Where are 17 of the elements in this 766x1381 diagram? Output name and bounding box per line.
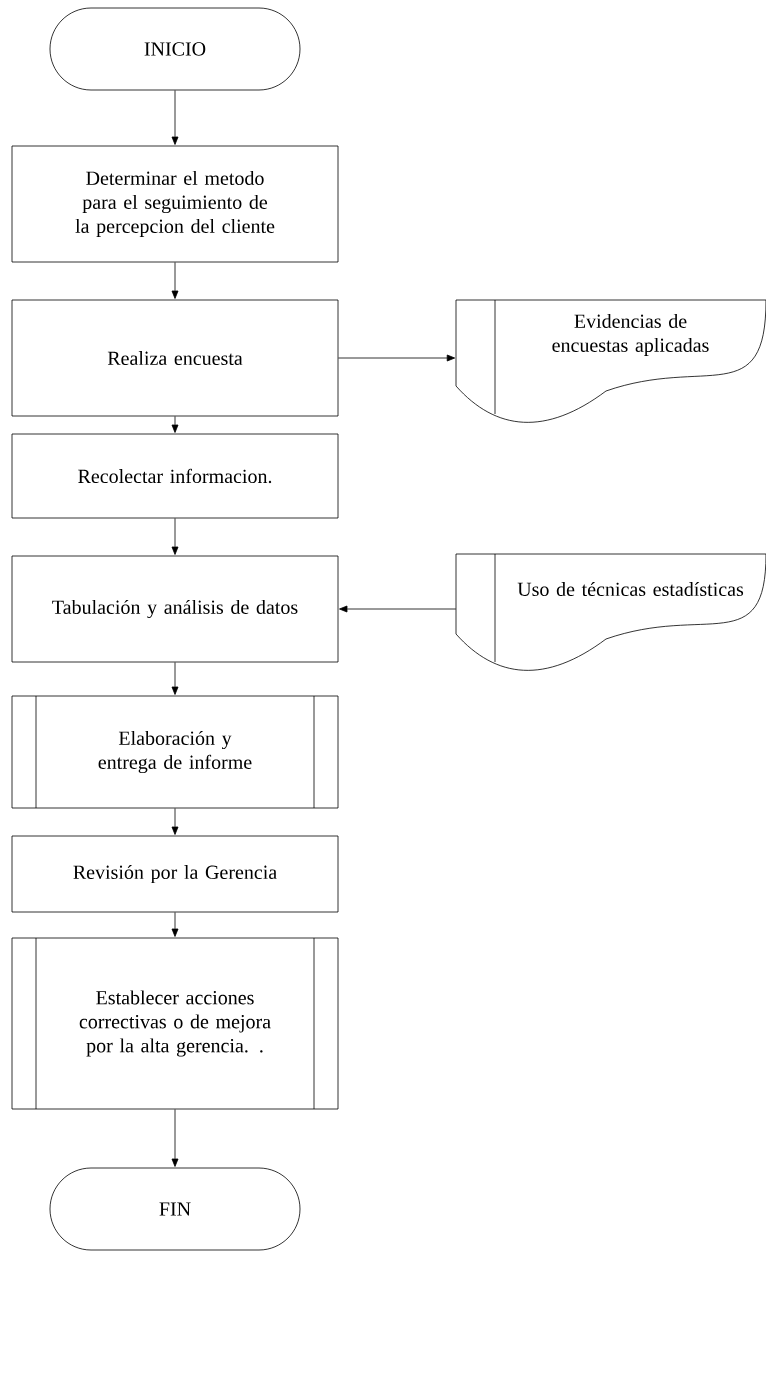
arrow bbox=[171, 912, 179, 937]
subprocess-box: Elaboración y entrega de informe bbox=[11, 695, 339, 809]
arrow bbox=[171, 262, 179, 299]
arrow bbox=[171, 808, 179, 835]
process-box: Revisión por la Gerencia bbox=[11, 835, 339, 913]
process-box: Realiza encuesta bbox=[11, 299, 339, 417]
process-box: Recolectar informacion. bbox=[11, 433, 339, 519]
arrow bbox=[171, 90, 179, 145]
process-box: Tabulación y análisis de datos bbox=[11, 555, 339, 663]
process-box: Determinar el metodo para el seguimiento de la percepcion del cliente bbox=[11, 145, 339, 263]
arrow bbox=[338, 354, 456, 362]
arrow bbox=[171, 1109, 179, 1167]
arrow bbox=[339, 605, 457, 613]
arrow bbox=[171, 416, 179, 433]
arrow bbox=[171, 662, 179, 695]
arrow bbox=[171, 518, 179, 555]
subprocess-box: Establecer acciones correctivas o de mejora por la alta gerencia. . bbox=[11, 937, 339, 1110]
